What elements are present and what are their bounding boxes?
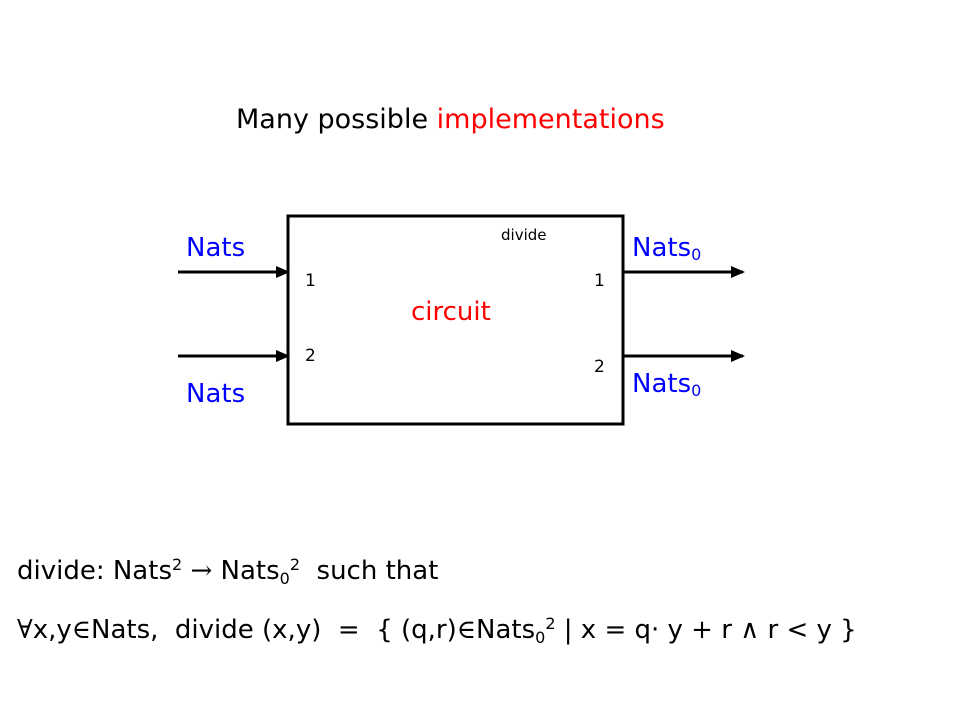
- output-label-2: Nats0: [632, 369, 701, 400]
- formula-definition-set: Nats: [476, 615, 536, 645]
- input-port-1-number: 1: [305, 271, 316, 291]
- title-accent: implementations: [436, 104, 665, 135]
- formula-signature-sub: 0: [279, 569, 290, 588]
- arrow-icon: →: [190, 556, 213, 586]
- output-label-1-sub: 0: [691, 245, 702, 264]
- element-of-icon-2: ∈: [456, 615, 476, 645]
- output-label-1: Nats0: [632, 233, 701, 264]
- output-label-2-text: Nats: [632, 369, 692, 399]
- formula-definition-vars: x,y: [32, 615, 72, 645]
- formula-definition-part2: | x = q· y + r: [555, 615, 741, 645]
- output-port-2-number: 2: [594, 357, 605, 377]
- formula-signature-tail: such that: [300, 556, 439, 586]
- output-label-2-sub: 0: [691, 381, 702, 400]
- formula-signature-sup1: 2: [171, 555, 183, 574]
- input-label-2: Nats: [186, 379, 245, 409]
- formula-definition-part3: r < y }: [759, 615, 857, 645]
- input-label-1-text: Nats: [186, 233, 246, 263]
- input-label-2-text: Nats: [186, 379, 246, 409]
- circuit-box: [286, 214, 625, 426]
- title-prefix: Many possible: [236, 104, 437, 135]
- logical-and-icon: ∧: [740, 615, 760, 645]
- output-label-1-text: Nats: [632, 233, 692, 263]
- block-name: divide: [501, 226, 547, 244]
- forall-icon: ∀: [17, 615, 33, 645]
- input-label-1: Nats: [186, 233, 245, 263]
- formula-definition-part1: Nats, divide (x,y) = { (q,r): [91, 615, 457, 645]
- formula-signature-sup2: 2: [289, 555, 300, 574]
- formula-definition-sup: 2: [545, 614, 556, 633]
- circuit-label: circuit: [411, 297, 491, 327]
- formula-signature: divide: Nats2 → Nats02 such that: [17, 555, 438, 588]
- slide-title: Many possible implementations: [236, 104, 665, 135]
- input-port-2-number: 2: [305, 346, 316, 366]
- element-of-icon: ∈: [71, 615, 91, 645]
- formula-definition: ∀x,y∈Nats, divide (x,y) = { (q,r)∈Nats02…: [17, 614, 857, 647]
- formula-signature-lhs: divide: Nats: [17, 556, 172, 586]
- formula-definition-sub: 0: [535, 628, 546, 647]
- output-port-1-number: 1: [594, 271, 605, 291]
- formula-signature-rhs: Nats: [212, 556, 280, 586]
